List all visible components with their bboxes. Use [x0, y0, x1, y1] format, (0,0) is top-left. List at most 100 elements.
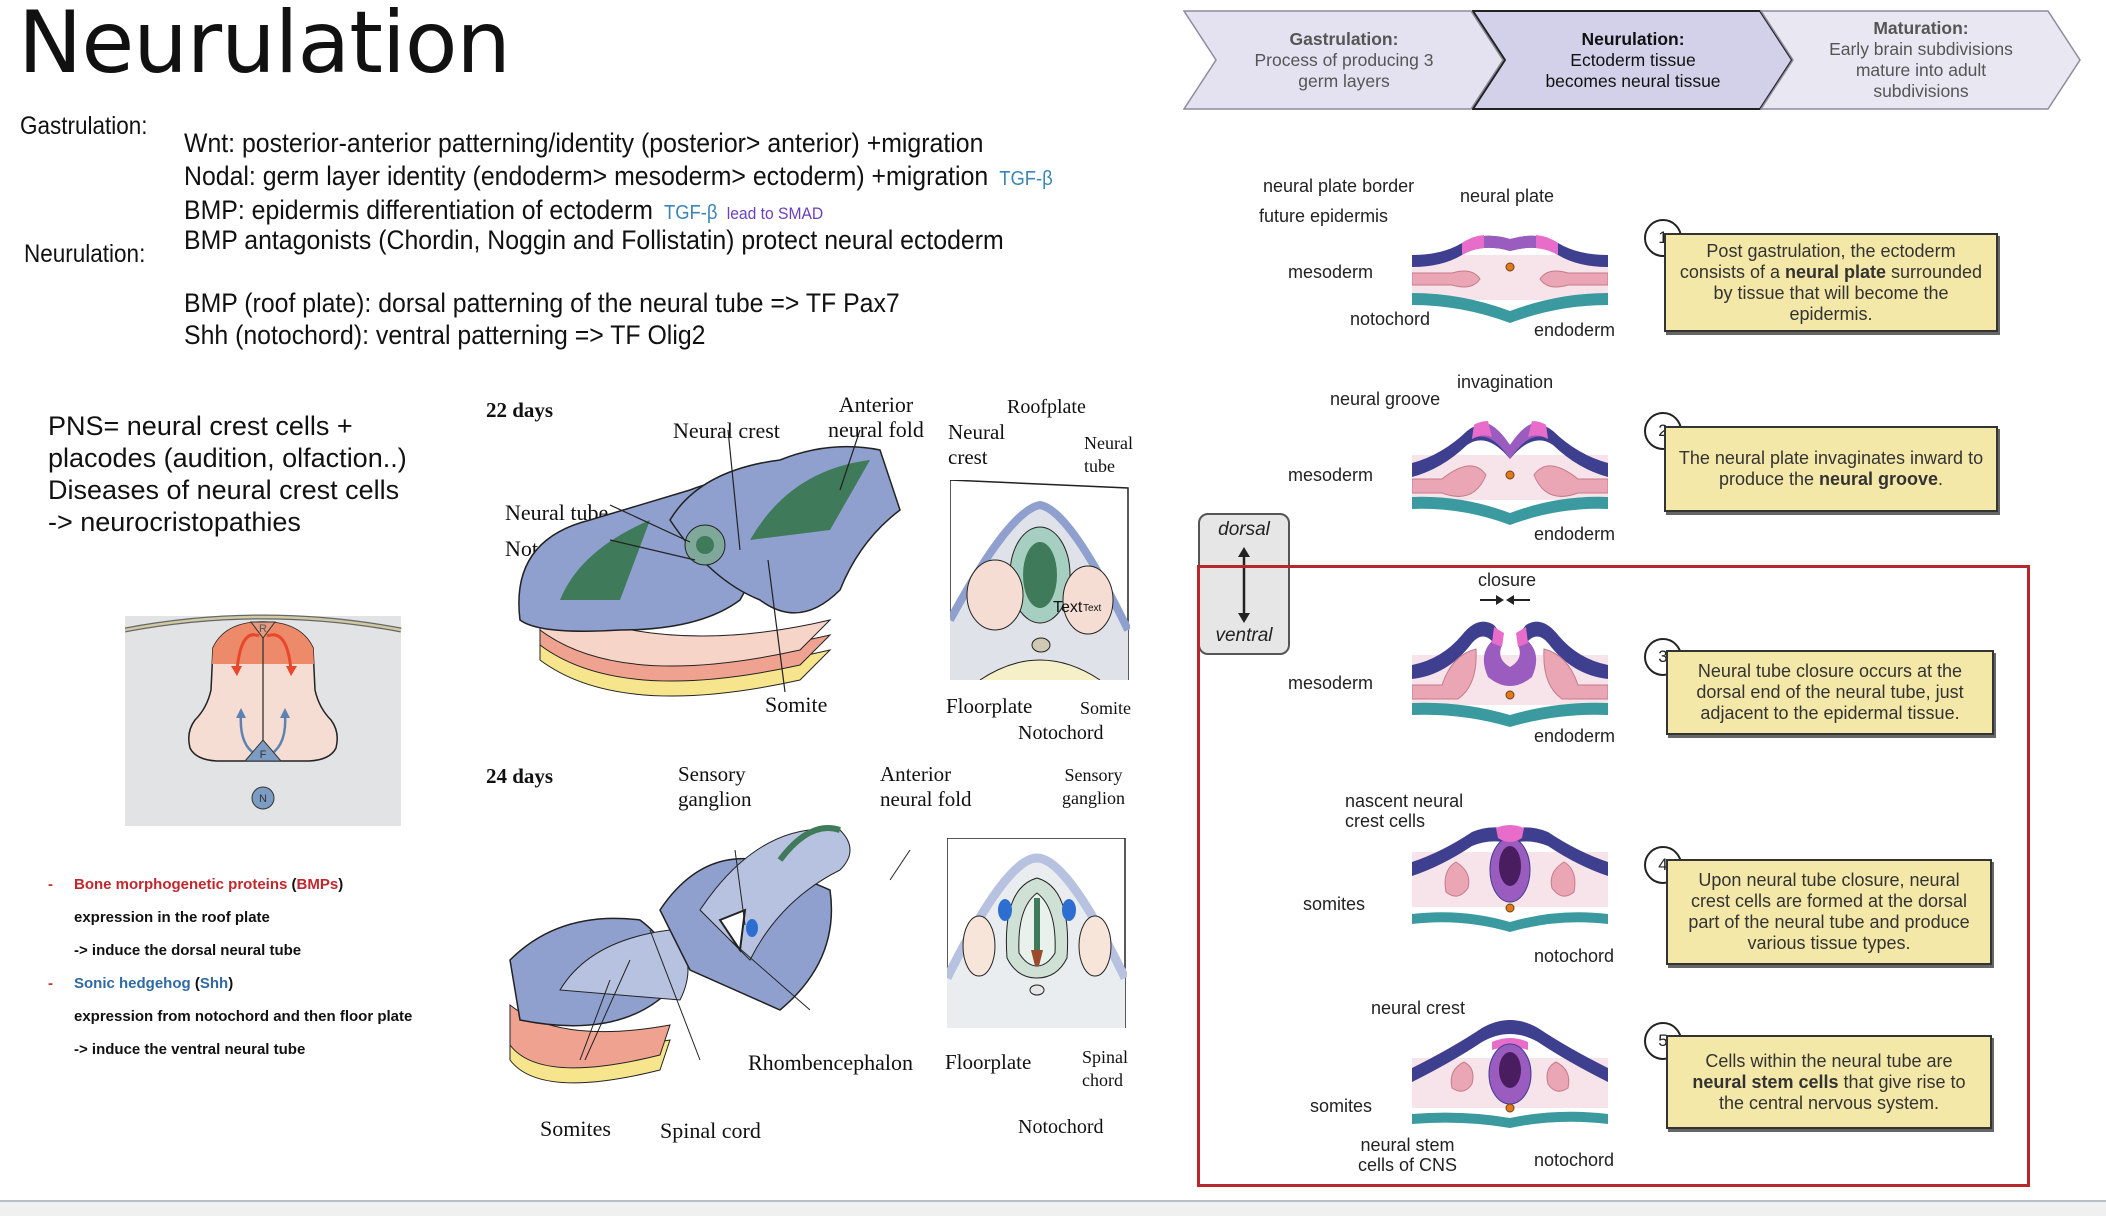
step-1-description: Post gastrulation, the ectoderm consists…	[1664, 233, 1998, 332]
roof-label: R	[259, 623, 267, 635]
bullet-abbr: BMPs	[296, 876, 339, 893]
bullet-dash: -	[48, 975, 53, 992]
process-body: mature into adult	[1855, 60, 1987, 80]
bullet-detail: expression from notochord and then floor…	[74, 1008, 413, 1025]
notochord-label: N	[259, 793, 267, 805]
label-somites-5: somites	[1310, 1096, 1373, 1116]
label-line: Anterior	[880, 762, 952, 786]
label-line: Anterior	[838, 392, 914, 417]
label-line: ganglion	[678, 787, 752, 811]
process-heading: Neurulation:	[1581, 28, 1685, 49]
slide-title: Neurulation	[18, 0, 511, 93]
tgf-beta-tag: TGF-β	[664, 202, 718, 224]
dorsoventral-patterning-diagram: R F N	[125, 614, 402, 826]
step-2-description: The neural plate invaginates inward to p…	[1664, 426, 1998, 512]
label-endoderm-3: endoderm	[1534, 726, 1616, 746]
step-text: The neural plate invaginates inward to p…	[1678, 448, 1984, 489]
signal-line-shh: Shh (notochord): ventral patterning => T…	[184, 320, 705, 351]
anterior-neural-groove	[750, 460, 870, 540]
label-roofplate: Roofplate	[1007, 396, 1086, 418]
label-closure: closure	[1478, 570, 1537, 590]
pns-line: PNS= neural crest cells +	[48, 411, 353, 441]
embryo-24-days-title: 24 days	[486, 764, 554, 788]
label-mesoderm-2: mesoderm	[1288, 465, 1374, 485]
step-3-diagram	[1412, 621, 1608, 727]
label-neural-crest: Neural crest	[673, 418, 780, 443]
step-4-diagram	[1412, 825, 1608, 932]
cross-section-22-days: Text Text	[950, 480, 1130, 680]
label-line: Sensory	[678, 762, 746, 786]
signal-text: Wnt: posterior-anterior patterning/ident…	[184, 128, 984, 158]
step-text: Neural tube closure occurs at the dorsal…	[1696, 661, 1964, 723]
process-body: subdivisions	[1873, 81, 1969, 101]
step-5-diagram	[1412, 1020, 1608, 1128]
neural-groove-caudal	[560, 520, 650, 600]
dorsal-label: dorsal	[1218, 519, 1270, 540]
bmp-arrow-right	[266, 633, 293, 671]
embryo-24-days-illustration	[509, 825, 911, 1084]
step-1-diagram	[1412, 235, 1608, 323]
notochord-circle	[251, 786, 275, 810]
bullet-detail: -> induce the ventral neural tube	[74, 1041, 306, 1058]
bullet-detail: -> induce the dorsal neural tube	[74, 942, 302, 959]
label-line: crest	[948, 445, 988, 469]
label-somite: Somite	[765, 692, 828, 717]
dorsal-ventral-arrow-icon	[1238, 547, 1250, 623]
label-somites-4: somites	[1303, 894, 1366, 914]
smad-note: lead to SMAD	[726, 204, 824, 223]
label-line: Neural	[948, 420, 1006, 444]
bullet-dash: -	[48, 876, 53, 893]
signal-line-bmp-antagonists: BMP antagonists (Chordin, Noggin and Fol…	[184, 225, 1004, 256]
label-floorplate: Floorplate	[946, 694, 1033, 718]
step-text: Cells within the neural tube are neural …	[1692, 1050, 1966, 1113]
floor-plate-triangle	[243, 739, 283, 762]
label-neural-groove: neural groove	[1330, 389, 1441, 409]
signal-text: BMP: epidermis differentiation of ectode…	[184, 195, 653, 225]
step-4-description: Upon neural tube closure, neural crest c…	[1666, 859, 1992, 965]
process-body: Ectoderm tissue	[1570, 49, 1696, 70]
label-section-notochord-24: Notochord	[1018, 1116, 1104, 1138]
label-invagination: invagination	[1457, 372, 1554, 392]
label-endoderm-2: endoderm	[1534, 524, 1616, 544]
label-line: neural fold	[880, 787, 972, 811]
label-line: crest cells	[1345, 811, 1426, 831]
bullet-bmp: -Bone morphogenetic proteins (BMPs)	[48, 868, 412, 901]
label-future-epidermis: future epidermis	[1259, 206, 1389, 226]
process-body: Early brain subdivisions	[1829, 39, 2013, 59]
label-mesoderm-1: mesoderm	[1288, 262, 1374, 282]
label-notochord-5: notochord	[1534, 1150, 1615, 1170]
orientation-legend: dorsal ventral	[1198, 513, 1290, 655]
label-section-somite: Somite	[1080, 698, 1132, 718]
bullet-shh: -Sonic hedgehog (Shh)	[48, 967, 412, 1000]
bullet-detail: expression in the roof plate	[74, 909, 270, 926]
tgf-beta-tag: TGF-β	[999, 168, 1053, 190]
pns-note: PNS= neural crest cells + placodes (audi…	[48, 410, 407, 538]
label-line: ganglion	[1062, 788, 1125, 808]
bottom-status-bar	[0, 1200, 2106, 1216]
label-neural-plate-border: neural plate border	[1263, 176, 1415, 196]
step-text: Upon neural tube closure, neural crest c…	[1688, 870, 1970, 953]
label-line: cells of CNS	[1358, 1155, 1458, 1175]
highlight-frame	[1197, 565, 2030, 1187]
bullet-name: Bone morphogenetic proteins	[74, 876, 288, 893]
label-line: neural stem	[1360, 1135, 1455, 1155]
label-line: neural fold	[828, 417, 924, 442]
signal-text: BMP antagonists (Chordin, Noggin and Fol…	[184, 225, 1004, 255]
signal-line-bmp-roof: BMP (roof plate): dorsal patterning of t…	[184, 288, 900, 319]
signal-line-nodal: Nodal: germ layer identity (endoderm> me…	[184, 161, 1053, 192]
process-body: Process of producing 3	[1254, 49, 1434, 70]
process-body: becomes neural tissue	[1545, 70, 1721, 91]
bullet-abbr: Shh	[199, 975, 229, 992]
label-line: nascent neural	[1345, 791, 1464, 811]
label-section-notochord: Notochord	[1018, 722, 1104, 744]
